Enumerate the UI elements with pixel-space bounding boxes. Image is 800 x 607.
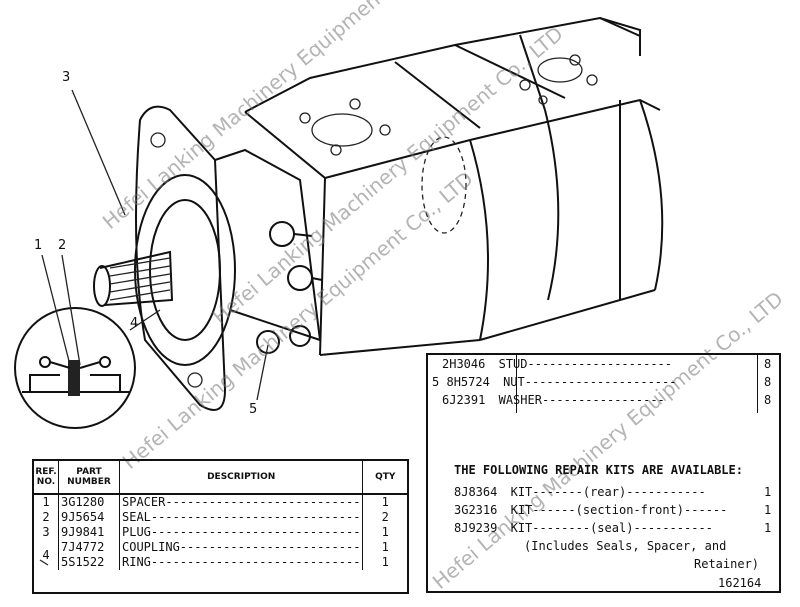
kit-part-number: 8J8364 [454,485,498,499]
figure-number: 162164 [718,576,762,590]
kit-description: KIT [510,485,533,499]
column-divider [757,355,758,413]
row-qty: 8 [764,393,772,407]
col-qty: QTY [362,461,407,495]
row-ref: 2 [34,510,59,525]
leader-lines [39,89,269,566]
row-qty: 8 [764,357,772,371]
row-ref: 1 [34,494,59,510]
column-divider [516,355,517,413]
table-row: 3 9J9841 PLUG---------------------------… [34,525,407,540]
row-qty: 1 [381,540,389,554]
kit-description: KIT [510,521,533,535]
kit-detail: (section-front) [575,503,685,517]
row-part-number: 7J4772 [58,540,120,555]
kit-table: 2H3046 STUD-------------------- 8 5 8H57… [426,353,781,593]
row-part-number: 8H5724 [446,375,490,389]
callout-3: 3 [62,70,71,85]
row-part-number: 2H3046 [442,357,486,371]
callout-2: 2 [58,238,67,253]
row-qty: 1 [381,495,389,509]
repair-kits-note: THE FOLLOWING REPAIR KITS ARE AVAILABLE: [454,463,743,477]
row-part-number: 3G1280 [58,494,120,510]
row-description: PLUG----------------------------- [119,525,364,540]
mounting-flange [134,105,322,411]
col-description: DESCRIPTION [119,461,364,495]
kit-includes-line-2: Retainer) [694,557,760,571]
table-row: 2 9J5654 SEAL---------------------------… [34,510,407,525]
row-description: WASHER [498,393,542,407]
nuts-and-studs [256,221,323,354]
kit-includes-line-1: (Includes Seals, Spacer, and [524,539,727,553]
row-description: COUPLING------------------------- [119,540,364,555]
list-item: 8J9239 KIT--------(seal)----------- [454,521,713,535]
callout-5: 5 [249,402,258,417]
row-description: SEAL----------------------------- [119,510,364,525]
kit-detail: (seal) [590,521,634,535]
row-qty: 1 [381,555,389,569]
list-item: 5 8H5724 NUT--------------------- [432,375,677,389]
row-description: NUT [503,375,525,389]
row-part-number: 9J5654 [58,510,120,525]
row-qty: 8 [764,375,772,389]
kit-qty: 1 [764,503,772,517]
watermark-text-3: Hefei Lanking Machinery Equipment Co., L… [118,166,478,473]
kit-part-number: 3G2316 [454,503,498,517]
row-description: SPACER--------------------------- [119,494,364,510]
list-item: 6J2391 WASHER----------------- [442,393,665,407]
callout-4: 4 [130,316,139,331]
kit-detail: (rear) [582,485,627,499]
row-qty: 2 [381,510,389,524]
table-row: 5S1522 RING-----------------------------… [34,555,407,570]
list-item: 3G2316 KIT------(section-front)------ [454,503,728,517]
list-item: 8J8364 KIT-------(rear)----------- [454,485,706,499]
callout-1: 1 [34,238,43,253]
col-ref-no: REF. NO. [34,461,59,495]
kit-part-number: 8J9239 [454,521,498,535]
table-row: 4 7J4772 COUPLING-----------------------… [34,540,407,570]
parts-table: REF. NO. PART NUMBER DESCRIPTION QTY 1 3… [32,459,409,594]
row-part-number: 6J2391 [442,393,486,407]
row-description: STUD [498,357,528,371]
row-part-number: 5S1522 [58,555,120,570]
row-part-number: 9J9841 [58,525,120,540]
col-part-number: PART NUMBER [58,461,120,495]
kit-description: KIT [510,503,533,517]
seal-detail-inset [14,307,136,429]
list-item: 2H3046 STUD-------------------- [442,357,672,371]
pump-body [244,16,664,356]
row-ref: 5 [432,375,440,389]
row-ref: 3 [34,525,59,540]
table-row: 1 3G1280 SPACER-------------------------… [34,494,407,510]
watermark-text-2: Hefei Lanking Machinery Equipment Co., L… [208,21,568,328]
row-ref: 4 [34,540,59,570]
kit-qty: 1 [764,521,772,535]
kit-qty: 1 [764,485,772,499]
row-description: RING----------------------------- [119,555,364,570]
watermark-text-1: Hefei Lanking Machinery Equipment Co., L… [98,0,458,234]
splined-shaft [93,250,174,307]
row-qty: 1 [381,525,389,539]
